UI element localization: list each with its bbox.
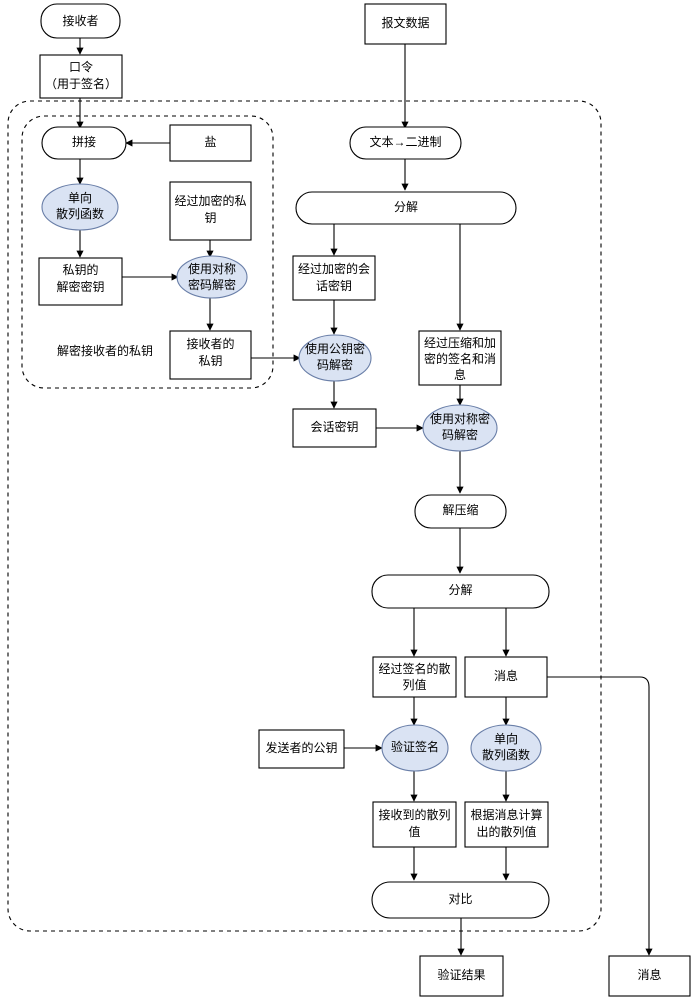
node-salt[interactable]: 盐	[169, 124, 252, 162]
node-signed-hash-value-label-line2: 列值	[402, 677, 426, 692]
node-symmetric-decrypt-right[interactable]: 使用对称密 码解密	[422, 404, 498, 452]
node-message-out-label: 消息	[637, 967, 661, 982]
node-signed-hash-value[interactable]: 经过签名的散 列值	[372, 656, 457, 698]
node-oneway-hash-right[interactable]: 单向 散列函数	[470, 724, 542, 772]
node-sender-public-key[interactable]: 发送者的公钥	[258, 729, 345, 769]
node-compare[interactable]: 对比	[371, 881, 550, 919]
edge-message-mid-to-message-out	[547, 676, 653, 956]
node-compressed-encrypted-sig-msg[interactable]: 经过压缩和加 密的签名和消 息	[418, 330, 502, 386]
node-sender-public-key-label: 发送者的公钥	[265, 740, 337, 755]
node-compressed-sig-msg-label-line3: 息	[454, 367, 466, 382]
node-oneway-hash-left[interactable]: 单向 散列函数	[41, 183, 119, 231]
node-concat[interactable]: 拼接	[41, 126, 127, 160]
node-receiver[interactable]: 接收者	[40, 3, 121, 39]
node-message-out[interactable]: 消息	[608, 955, 691, 997]
node-pubkey-decrypt-label-line2: 码解密	[317, 357, 353, 372]
node-message-mid[interactable]: 消息	[464, 656, 548, 698]
node-verify-signature-label: 验证签名	[391, 739, 439, 754]
node-encrypted-private-key[interactable]: 经过加密的私 钥	[169, 181, 252, 241]
node-message-mid-label: 消息	[494, 668, 518, 683]
node-symmetric-decrypt-right-label-line2: 码解密	[442, 427, 478, 442]
node-oneway-hash-left-label-line2: 散列函数	[56, 206, 104, 221]
node-passphrase[interactable]: 口令 （用于签名）	[39, 54, 123, 99]
node-receiver-private-key-label-line1: 接收者的	[186, 336, 234, 351]
node-computed-hash-value-label-line1: 根据消息计算	[470, 807, 542, 822]
node-privkey-decrypt-key[interactable]: 私钥的 解密密钥	[38, 257, 123, 306]
node-compressed-sig-msg-label-line2: 密的签名和消	[424, 351, 496, 366]
node-passphrase-label-line2: （用于签名）	[45, 76, 117, 91]
node-message-data-label: 报文数据	[381, 15, 429, 30]
node-encrypted-session-key-label-line2: 话密钥	[316, 278, 352, 293]
node-passphrase-label-line1: 口令	[69, 59, 93, 74]
node-oneway-hash-left-label-line1: 单向	[68, 190, 92, 205]
node-encrypted-private-key-label-line2: 钥	[204, 211, 216, 225]
node-split-top-label: 分解	[394, 200, 418, 214]
node-decompress[interactable]: 解压缩	[414, 494, 507, 529]
node-received-hash-value[interactable]: 接收到的散列 值	[372, 801, 457, 848]
node-privkey-decrypt-key-label-line2: 解密密钥	[56, 279, 104, 294]
node-privkey-decrypt-key-label-line1: 私钥的	[62, 262, 98, 277]
node-symmetric-decrypt-right-label-line1: 使用对称密	[430, 411, 490, 426]
node-split-bottom-label: 分解	[448, 583, 472, 597]
node-symmetric-decrypt-left-label-line2: 密码解密	[188, 277, 236, 292]
node-encrypted-private-key-label-line1: 经过加密的私	[174, 193, 246, 208]
node-verify-result-label: 验证结果	[437, 967, 485, 982]
node-salt-label: 盐	[204, 135, 216, 149]
node-message-data[interactable]: 报文数据	[364, 3, 447, 45]
node-split-bottom[interactable]: 分解	[371, 574, 550, 609]
node-computed-hash-value-label-line2: 出的散列值	[476, 824, 536, 839]
node-encrypted-session-key[interactable]: 经过加密的会 话密钥	[292, 255, 376, 301]
node-decompress-label: 解压缩	[442, 502, 478, 517]
node-text-to-binary-label: 文本→二进制	[369, 134, 441, 149]
node-symmetric-decrypt-left-label-line1: 使用对称	[188, 261, 236, 276]
node-encrypted-session-key-label-line1: 经过加密的会	[298, 261, 370, 276]
node-received-hash-value-label-line2: 值	[408, 824, 420, 839]
node-compare-label: 对比	[448, 892, 472, 906]
node-session-key[interactable]: 会话密钥	[292, 408, 377, 448]
inner-group-caption: 解密接收者的私钥	[57, 343, 153, 358]
inner-dashed-region	[21, 115, 274, 389]
node-receiver-label: 接收者	[62, 13, 98, 28]
node-received-hash-value-label-line1: 接收到的散列	[378, 807, 450, 822]
node-oneway-hash-right-label-line2: 散列函数	[482, 747, 530, 762]
node-oneway-hash-right-label-line1: 单向	[494, 731, 518, 746]
node-text-to-binary[interactable]: 文本→二进制	[349, 126, 462, 160]
outer-dashed-region	[7, 100, 602, 932]
node-compressed-sig-msg-label-line1: 经过压缩和加	[424, 335, 496, 350]
node-pubkey-decrypt[interactable]: 使用公钥密 码解密	[298, 334, 372, 382]
node-session-key-label: 会话密钥	[310, 419, 358, 434]
node-concat-label: 拼接	[72, 134, 96, 149]
node-pubkey-decrypt-label-line1: 使用公钥密	[305, 341, 365, 356]
node-signed-hash-value-label-line1: 经过签名的散	[378, 661, 450, 676]
node-symmetric-decrypt-left[interactable]: 使用对称 密码解密	[176, 255, 248, 299]
node-split-top[interactable]: 分解	[295, 191, 517, 225]
node-receiver-private-key-label-line2: 私钥	[198, 354, 222, 368]
node-receiver-private-key[interactable]: 接收者的 私钥	[169, 330, 252, 380]
node-verify-result[interactable]: 验证结果	[419, 955, 504, 997]
node-computed-hash-value[interactable]: 根据消息计算 出的散列值	[464, 801, 549, 848]
node-verify-signature[interactable]: 验证签名	[381, 724, 449, 772]
